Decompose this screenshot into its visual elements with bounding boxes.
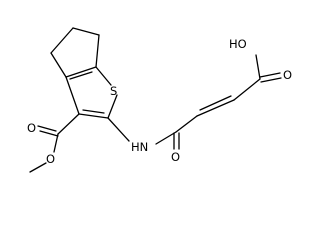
bond-thio-s-c2 (107, 94, 118, 119)
bond-acid-c-o-b (260, 77, 282, 83)
bond-alkene-acid-c (233, 78, 261, 101)
bond-cp-2 (50, 27, 74, 54)
bond-cp-1 (72, 27, 100, 36)
atom-label-acid-oh: HO (229, 37, 247, 51)
atom-labels: S HN O HO O O O (27, 37, 292, 166)
bond-thio-c6a-s (95, 66, 112, 86)
bond-alkene (196, 99, 235, 117)
bond-thio-c3-c3a (65, 76, 80, 115)
atom-label-sulfur: S (110, 84, 117, 98)
atom-label-ester-carbonyl-o: O (27, 121, 36, 135)
bond-cp-4 (50, 52, 67, 78)
structure-drawing: S HN O HO O O O (27, 27, 292, 173)
molecule-canvas: S HN O HO O O O (27, 27, 293, 173)
bond-ester-c-o-double-b (39, 130, 59, 137)
bond-acid-c-o-a (259, 72, 281, 78)
bond-ester-o-ch3 (29, 162, 47, 173)
bond-acid-c-oh (255, 54, 261, 80)
bond-ester-c-o-double-a (37, 125, 57, 132)
atom-label-amide-nh: HN (131, 140, 148, 154)
bond-thio-fused (65, 66, 97, 78)
atom-label-acid-o: O (283, 68, 292, 82)
bond-thio-c2-c3-double (82, 109, 105, 114)
bond-alkene-double (199, 95, 232, 111)
bond-ester-c-o-single (53, 133, 59, 153)
bond-nh-c-amide (155, 131, 177, 145)
bond-c2-nh (107, 117, 130, 142)
bond-c3-ester-c (57, 113, 80, 135)
bond-thio-fused-double (69, 71, 93, 80)
bond-amide-c-alkene (175, 115, 198, 133)
atom-label-amide-o: O (171, 150, 180, 164)
bond-thio-c2-c3 (78, 113, 109, 119)
bond-cp-3 (95, 34, 100, 68)
bonds (29, 27, 282, 173)
atom-label-ester-methoxy-o: O (46, 152, 55, 166)
